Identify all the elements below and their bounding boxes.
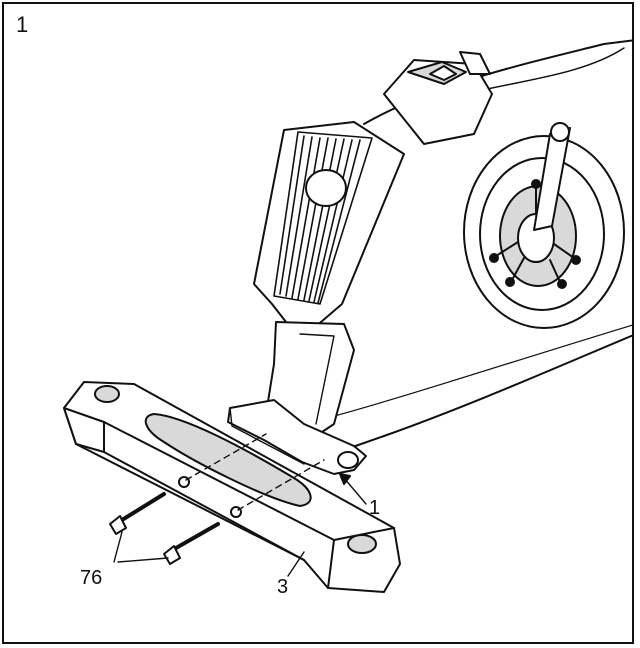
seat-post-housing xyxy=(383,59,493,145)
assembly-illustration xyxy=(63,39,632,593)
bolt-upper xyxy=(109,492,166,535)
step-number: 1 xyxy=(16,12,29,37)
body-top-cable xyxy=(473,47,625,93)
seat-adjust-knob xyxy=(459,51,491,75)
bolt-lower xyxy=(163,522,220,565)
alignment-lines xyxy=(185,433,325,511)
frame-foot-bracket xyxy=(227,399,367,475)
leader-lines xyxy=(113,477,367,577)
callout-bolts: 76 xyxy=(80,567,103,589)
arrow-head xyxy=(339,473,351,485)
frame-ribs xyxy=(273,131,373,305)
instruction-panel: 1 xyxy=(2,2,634,644)
frame-bolt-cover xyxy=(305,169,347,207)
body-lower-edge xyxy=(303,324,632,425)
callout-frame-part: 1 xyxy=(369,497,381,519)
rear-stabilizer xyxy=(63,381,401,593)
flywheel xyxy=(463,135,625,329)
callout-rear-stabilizer: 3 xyxy=(277,576,289,598)
